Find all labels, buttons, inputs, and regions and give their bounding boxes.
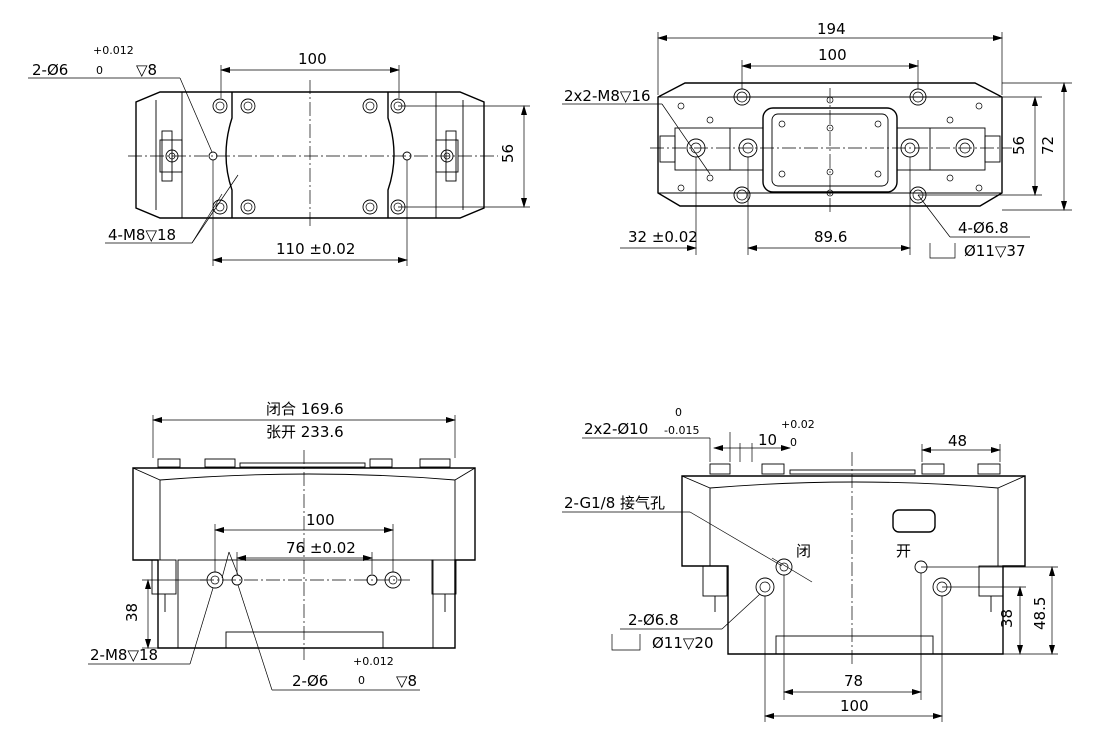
bottom-left-callout-pin: 2-Ø6 bbox=[292, 672, 328, 690]
top-left-callout-m8: 4-M8▽18 bbox=[108, 226, 176, 244]
bottom-right-tol10-zero: 0 bbox=[790, 436, 797, 449]
top-right-view: 194 100 56 72 32 ±0.02 89.6 2x2-M8▽16 4-… bbox=[562, 20, 1072, 260]
bottom-right-dim-48: 48 bbox=[948, 432, 967, 450]
top-right-dim-72: 72 bbox=[1039, 136, 1057, 155]
top-right-dim-194: 194 bbox=[817, 20, 846, 38]
bottom-left-view: 闭合 169.6 张开 233.6 100 76 ±0.02 38 2-M8▽1… bbox=[88, 400, 476, 691]
bottom-right-tol10-plus: +0.02 bbox=[781, 418, 815, 431]
top-right-callout-hole: 4-Ø6.8 bbox=[958, 219, 1009, 237]
bottom-right-body-outline bbox=[681, 475, 1026, 655]
bottom-right-callout-air: 2-G1/8 接气孔 bbox=[564, 494, 665, 512]
top-right-dim-89-6: 89.6 bbox=[814, 228, 847, 246]
bottom-right-dim-10: 10 bbox=[758, 431, 777, 449]
top-left-view: 100 56 110 ±0.02 2-Ø6 +0.012 0 ▽8 4-M8▽1… bbox=[28, 44, 530, 266]
top-right-body-outline bbox=[657, 82, 1003, 207]
bottom-right-dim-38: 38 bbox=[998, 609, 1016, 628]
top-left-dim-110: 110 ±0.02 bbox=[276, 240, 355, 258]
top-right-callout-cbore: Ø11▽37 bbox=[964, 242, 1026, 260]
bottom-left-body-outline bbox=[132, 467, 476, 649]
bottom-right-tol-minus: -0.015 bbox=[664, 424, 699, 437]
top-right-dim-32: 32 ±0.02 bbox=[628, 228, 698, 246]
bottom-left-dim-76: 76 ±0.02 bbox=[286, 539, 356, 557]
bottom-right-tol-zero: 0 bbox=[675, 406, 682, 419]
top-left-body-outline bbox=[135, 91, 485, 219]
bottom-left-callout-m8: 2-M8▽18 bbox=[90, 646, 158, 664]
bottom-right-label-close: 闭 bbox=[796, 542, 811, 560]
bottom-left-dim-100: 100 bbox=[306, 511, 335, 529]
bottom-left-dim-38: 38 bbox=[123, 603, 141, 622]
bottom-right-callout-pins: 2x2-Ø10 bbox=[584, 420, 648, 438]
bottom-right-view: 闭 开 2x2-Ø10 0 -0.015 10 +0.02 0 48 2-G1/… bbox=[562, 406, 1058, 722]
bottom-left-tol-plus: +0.012 bbox=[353, 655, 394, 668]
bottom-right-dim-100: 100 bbox=[840, 697, 869, 715]
bottom-left-tol-zero: 0 bbox=[358, 674, 365, 687]
bottom-left-dim-open: 张开 233.6 bbox=[266, 423, 344, 441]
bottom-right-dim-48-5: 48.5 bbox=[1031, 597, 1049, 630]
bottom-left-depth-8: ▽8 bbox=[396, 672, 417, 690]
bottom-right-callout-cbore: Ø11▽20 bbox=[652, 634, 714, 652]
top-left-depth-8: ▽8 bbox=[136, 61, 157, 79]
top-left-holes bbox=[165, 98, 454, 215]
top-left-tol-zero: 0 bbox=[96, 64, 103, 77]
top-left-tol-plus: +0.012 bbox=[93, 44, 134, 57]
top-right-dim-100: 100 bbox=[818, 46, 847, 64]
top-left-callout-pin: 2-Ø6 bbox=[32, 61, 68, 79]
bottom-right-label-open: 开 bbox=[896, 542, 911, 560]
bottom-right-dim-78: 78 bbox=[844, 672, 863, 690]
top-right-dim-56: 56 bbox=[1010, 136, 1028, 155]
bottom-left-dim-closed: 闭合 169.6 bbox=[266, 400, 344, 418]
top-left-dim-100: 100 bbox=[298, 50, 327, 68]
top-left-dim-56: 56 bbox=[499, 144, 517, 163]
bottom-right-callout-hole: 2-Ø6.8 bbox=[628, 611, 679, 629]
top-right-callout-m8: 2x2-M8▽16 bbox=[564, 87, 650, 105]
